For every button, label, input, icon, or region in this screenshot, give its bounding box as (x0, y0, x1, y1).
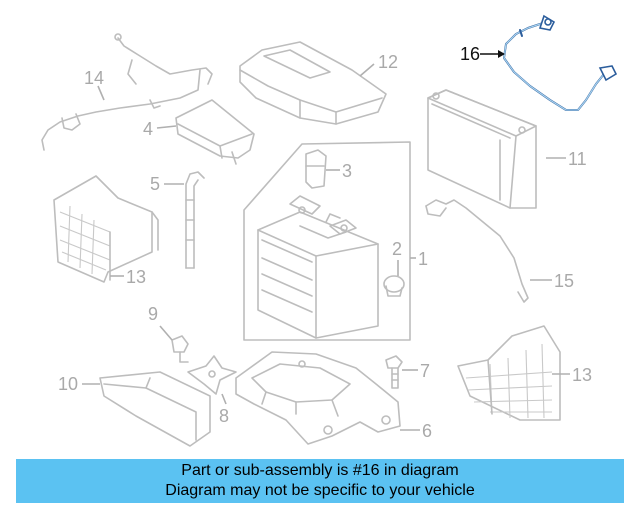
part-13-heat-shield-left[interactable] (53, 175, 159, 283)
callout-9: 9 (148, 304, 173, 341)
part-1-battery-assembly[interactable] (243, 141, 411, 341)
callout-1: 1 (410, 249, 428, 269)
svg-text:4: 4 (143, 119, 153, 139)
part-13-heat-shield-right[interactable] (457, 325, 561, 421)
svg-text:2: 2 (392, 239, 402, 259)
callout-6: 6 (400, 421, 432, 441)
callout-7: 7 (402, 361, 430, 381)
parts-diagram: 14 12 4 3 (41, 14, 618, 447)
part-14-cable[interactable] (41, 33, 213, 151)
callout-15: 15 (530, 271, 574, 291)
callout-8: 8 (219, 393, 229, 426)
part-8-clip[interactable] (187, 355, 237, 395)
svg-text:5: 5 (150, 174, 160, 194)
part-4-holder[interactable] (175, 99, 255, 165)
part-9-bolt[interactable] (171, 335, 189, 363)
svg-text:3: 3 (342, 161, 352, 181)
svg-text:11: 11 (568, 149, 587, 169)
callout-3: 3 (326, 161, 352, 181)
callout-10: 10 (58, 374, 100, 394)
part-11-battery[interactable] (427, 89, 537, 209)
callout-13-left: 13 (110, 267, 146, 287)
part-7-screw[interactable] (385, 355, 403, 389)
part-15-ground-cable[interactable] (425, 199, 529, 303)
part-10-bracket[interactable] (99, 371, 211, 447)
svg-text:13: 13 (126, 267, 146, 287)
callout-11: 11 (546, 149, 587, 169)
svg-text:12: 12 (378, 52, 398, 72)
part-16-battery-cable-highlighted[interactable] (503, 14, 618, 111)
svg-text:8: 8 (219, 406, 229, 426)
callout-16: 16 (460, 44, 505, 64)
part-3-plug[interactable] (305, 149, 327, 189)
svg-text:14: 14 (84, 68, 104, 88)
svg-text:7: 7 (420, 361, 430, 381)
svg-text:6: 6 (422, 421, 432, 441)
svg-text:13: 13 (572, 365, 592, 385)
callout-2: 2 (392, 239, 402, 276)
svg-text:9: 9 (148, 304, 158, 324)
part-6-battery-tray[interactable] (235, 351, 401, 445)
callout-4: 4 (143, 119, 177, 139)
banner-line-1: Part or sub-assembly is #16 in diagram (181, 462, 459, 479)
callout-13-right: 13 (552, 365, 592, 385)
callout-5: 5 (150, 174, 184, 194)
banner-line-2: Diagram may not be specific to your vehi… (165, 482, 475, 499)
callout-14: 14 (84, 68, 105, 101)
svg-text:15: 15 (554, 271, 574, 291)
info-banner: Part or sub-assembly is #16 in diagram D… (16, 459, 624, 503)
part-2-cap[interactable] (383, 275, 405, 297)
part-12-cover[interactable] (239, 41, 387, 125)
part-5-vent-tube[interactable] (185, 171, 205, 269)
svg-text:1: 1 (418, 249, 428, 269)
svg-text:16: 16 (460, 44, 480, 64)
svg-text:10: 10 (58, 374, 78, 394)
callout-12: 12 (359, 52, 398, 77)
